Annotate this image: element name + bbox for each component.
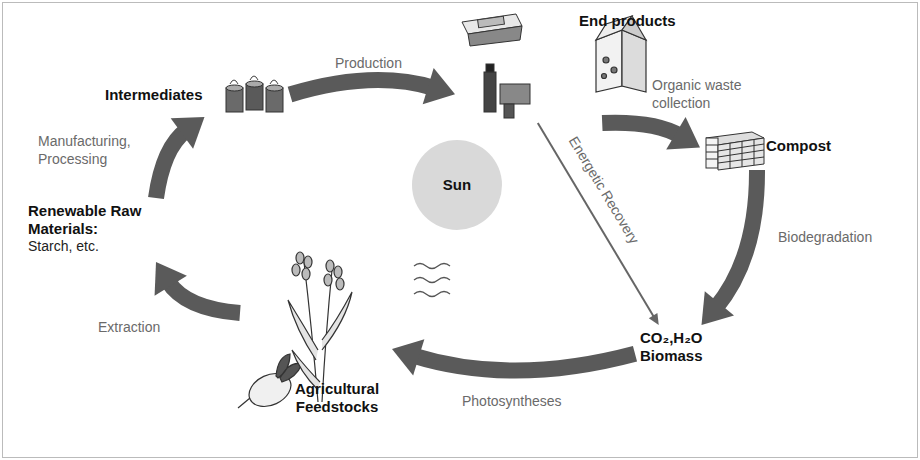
cycle-station: Agricultural Feedstocks xyxy=(240,250,392,430)
arrow-head xyxy=(392,339,424,375)
station-label: CO₂,H₂O Biomass xyxy=(640,329,720,365)
recovery-arrow xyxy=(538,123,659,325)
cycle-arrow xyxy=(702,170,758,325)
cycle-station: Renewable Raw Materials:Starch, etc. xyxy=(20,198,180,262)
station-label: Renewable Raw Materials: xyxy=(28,202,148,238)
cycle-station: End products xyxy=(455,8,685,123)
cycle-arrow xyxy=(290,68,455,104)
station-label: Agricultural Feedstocks xyxy=(286,380,388,416)
cycle-station: Intermediates xyxy=(100,72,290,117)
cycle-arrow xyxy=(602,117,700,150)
text-group: Agricultural Feedstocks xyxy=(286,380,388,416)
arrow-shaft xyxy=(413,354,635,371)
text-group: Compost xyxy=(766,137,831,155)
tray-icon xyxy=(462,14,522,46)
station-label: Sun xyxy=(443,176,471,194)
text-group: Sun xyxy=(443,176,471,194)
can-icons xyxy=(226,76,283,112)
arrow-shaft xyxy=(156,130,186,198)
arrow-head xyxy=(702,291,735,325)
cycle-arrow xyxy=(392,339,635,375)
text-group: Renewable Raw Materials:Starch, etc. xyxy=(28,202,148,255)
station-label: Compost xyxy=(766,137,831,155)
sun-circle: Sun xyxy=(412,140,502,230)
radiation-waves xyxy=(414,264,450,297)
edge-label: Photosyntheses xyxy=(462,392,562,410)
edge-label: Energetic Recovery xyxy=(565,133,643,247)
text-group: CO₂,H₂O Biomass xyxy=(640,329,720,365)
plant-icon xyxy=(288,252,352,402)
arrow-head xyxy=(423,68,455,104)
edge-label: Extraction xyxy=(98,318,160,336)
bottle-icon xyxy=(484,64,530,118)
text-group: Intermediates xyxy=(105,86,203,104)
beet-icon xyxy=(238,354,302,413)
station-label: Intermediates xyxy=(105,86,203,104)
compost-crate xyxy=(706,132,764,170)
cycle-station: Compost xyxy=(700,125,890,170)
arrow-shaft xyxy=(538,123,654,317)
station-label: End products xyxy=(579,12,676,30)
arrow-shaft xyxy=(168,281,240,313)
arrow-shaft xyxy=(716,170,757,308)
edge-label: Biodegradation xyxy=(778,228,872,246)
cycle-station: CO₂,H₂O Biomass xyxy=(635,325,730,373)
cycle-arrow xyxy=(156,117,205,198)
station-label: Starch, etc. xyxy=(28,238,148,255)
arrow-head xyxy=(666,117,700,150)
arrow-shaft xyxy=(290,80,434,94)
edge-label: Organic waste collection xyxy=(652,76,764,112)
arrow-shaft xyxy=(602,123,681,136)
cycle-arrow xyxy=(155,262,240,313)
arrow-head xyxy=(171,117,205,149)
edge-label: Production xyxy=(335,54,402,72)
arrow-head xyxy=(649,313,659,325)
text-group: End products xyxy=(579,12,676,30)
arrow-head xyxy=(155,262,187,296)
edge-label: Manufacturing, Processing xyxy=(38,132,148,168)
